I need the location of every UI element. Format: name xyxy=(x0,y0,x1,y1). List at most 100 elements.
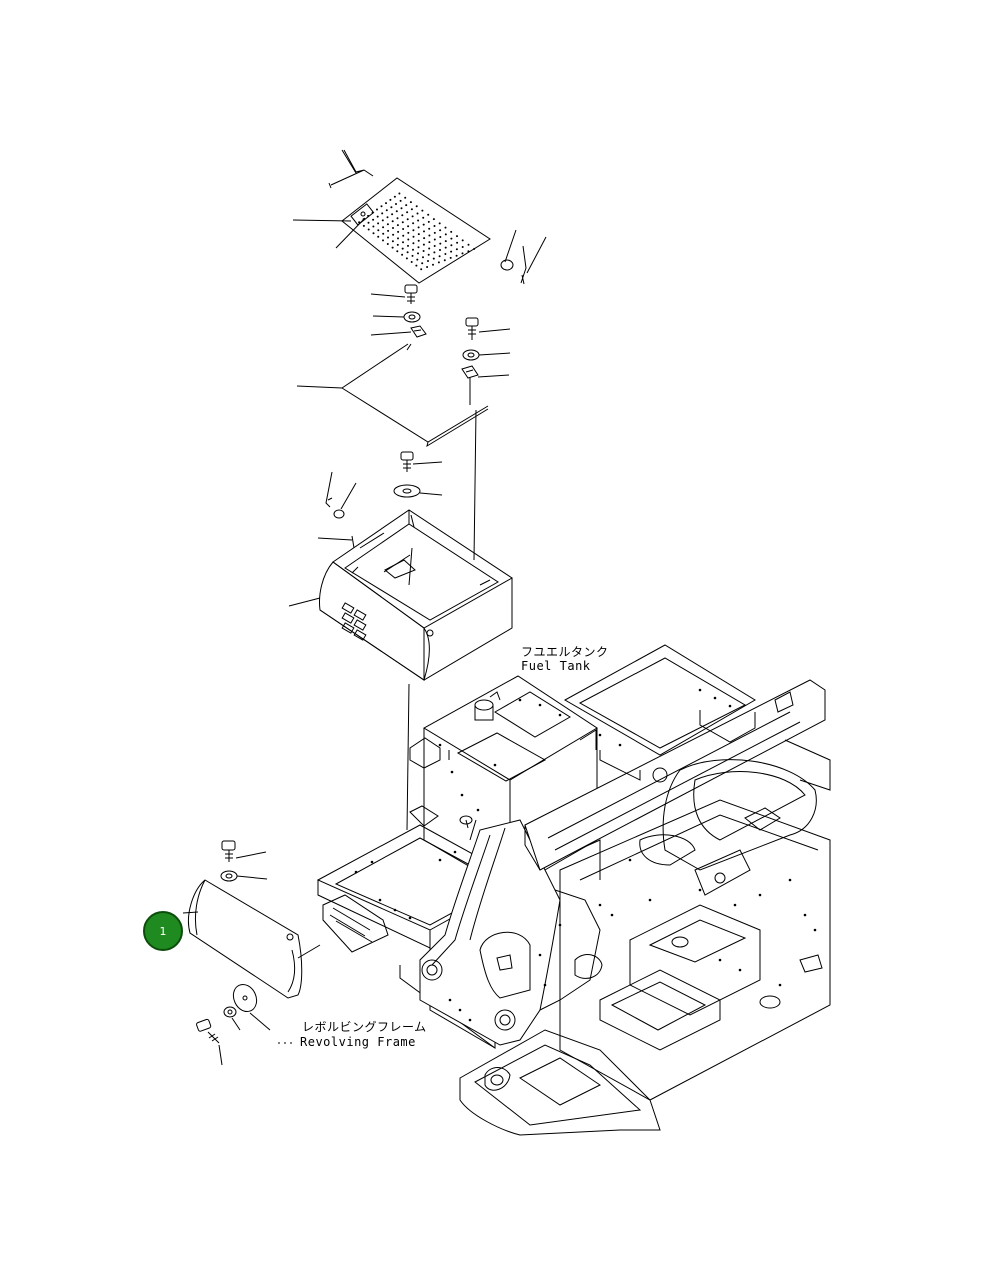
perforation-hole xyxy=(411,254,414,257)
bolt-hole xyxy=(450,770,454,774)
perforation-hole xyxy=(416,212,419,215)
perforation-hole xyxy=(372,232,375,235)
bolt-hole xyxy=(408,916,412,920)
perforation-hole xyxy=(407,238,410,241)
bolt-hole xyxy=(698,888,702,892)
leader-line xyxy=(504,229,517,263)
perforation-hole xyxy=(422,256,424,259)
perforation-hole xyxy=(432,218,435,221)
fuel-tank-label-en: Fuel Tank xyxy=(521,659,591,673)
perforation-hole xyxy=(433,245,436,247)
perforation-hole xyxy=(398,192,401,195)
perforation-hole xyxy=(473,247,476,250)
bolt-hole xyxy=(618,743,622,747)
bolt-hole xyxy=(718,958,722,962)
bolt-hole xyxy=(460,793,464,797)
leader-line xyxy=(526,236,547,274)
leader-line xyxy=(412,461,443,465)
leader-line xyxy=(317,537,353,541)
clip-nut-1 xyxy=(410,325,427,338)
bolt-hole xyxy=(370,860,374,864)
leader-line xyxy=(370,293,406,298)
bolt-hole xyxy=(813,928,817,932)
perforation-hole xyxy=(444,246,447,249)
perforation-hole xyxy=(444,226,447,229)
perforation-hole xyxy=(406,211,409,214)
leader-line xyxy=(370,331,412,336)
bolt-hole xyxy=(468,1018,472,1022)
perforation-hole xyxy=(412,235,415,238)
leader-line xyxy=(419,492,443,496)
perforation-hole xyxy=(402,228,405,230)
leader-line xyxy=(340,482,357,510)
perforation-hole xyxy=(382,232,385,235)
perforation-hole xyxy=(371,211,374,214)
perforation-hole xyxy=(428,234,431,237)
perforation-hole xyxy=(396,224,399,227)
washer-2 xyxy=(462,349,480,361)
bolt-hole xyxy=(558,713,562,717)
perforation-hole xyxy=(404,196,407,199)
perforation-hole xyxy=(421,262,424,265)
bolt-hole xyxy=(728,704,732,708)
leader-line xyxy=(296,385,343,389)
perforation-hole xyxy=(411,215,414,218)
perforation-hole xyxy=(412,222,415,225)
bolt-hole xyxy=(538,953,542,957)
perforation-hole xyxy=(382,226,385,229)
revolving-frame-label-jp: レボルビングフレーム xyxy=(302,1020,427,1034)
leader-line xyxy=(477,374,510,378)
tool-box xyxy=(319,509,513,681)
perforation-hole xyxy=(395,210,398,213)
bolt-hole xyxy=(476,808,480,812)
perforation-hole xyxy=(387,229,390,232)
leader-line xyxy=(297,944,321,959)
perforation-hole xyxy=(367,221,370,224)
perforation-hole xyxy=(467,243,470,246)
perforation-hole xyxy=(427,260,429,262)
perforation-hole xyxy=(393,195,396,198)
perforation-hole xyxy=(392,227,394,229)
leader-line xyxy=(249,1012,271,1031)
perforation-hole xyxy=(362,224,365,227)
callout-badge-1[interactable]: 1 xyxy=(143,911,183,951)
bolt-hole xyxy=(758,893,762,897)
perforation-hole xyxy=(444,240,447,243)
perforation-hole xyxy=(376,215,379,218)
perforation-hole xyxy=(382,239,384,242)
bolt-hole xyxy=(698,688,702,692)
bolt-hole xyxy=(518,698,522,702)
leader-line xyxy=(335,217,366,249)
perforation-hole xyxy=(402,241,404,244)
frame-bolt-holes xyxy=(354,688,817,1022)
perforation-hole xyxy=(432,257,435,260)
perforated-cover-plate xyxy=(341,177,491,284)
perforation-hole xyxy=(412,248,414,251)
perforation-hole xyxy=(377,222,380,225)
perforation-hole xyxy=(421,209,424,212)
perforation-hole xyxy=(439,229,442,232)
perforation-hole xyxy=(428,247,431,250)
perforation-hole xyxy=(381,219,384,222)
perforation-hole xyxy=(415,205,418,208)
bolt-hole xyxy=(788,878,792,882)
bolt-hole xyxy=(738,968,742,972)
fuel-tank-label-jp: フユエルタンク xyxy=(521,645,609,659)
perforation-hole xyxy=(367,228,370,231)
perforation-hole xyxy=(427,213,430,216)
bolt-hole xyxy=(538,703,542,707)
perforation-hole xyxy=(402,234,405,237)
perforation-hole xyxy=(380,205,383,208)
perforation-hole xyxy=(461,252,464,255)
revolving-frame xyxy=(316,644,831,1136)
bolt-4 xyxy=(221,840,236,862)
perforation-hole xyxy=(433,231,436,234)
bolt-hole xyxy=(803,913,807,917)
bolt-hole xyxy=(598,903,602,907)
perforation-hole xyxy=(377,235,380,238)
perforation-hole xyxy=(386,243,389,245)
bolt-hole xyxy=(453,850,457,854)
perforation-hole xyxy=(407,231,410,234)
perforation-hole xyxy=(427,220,430,223)
